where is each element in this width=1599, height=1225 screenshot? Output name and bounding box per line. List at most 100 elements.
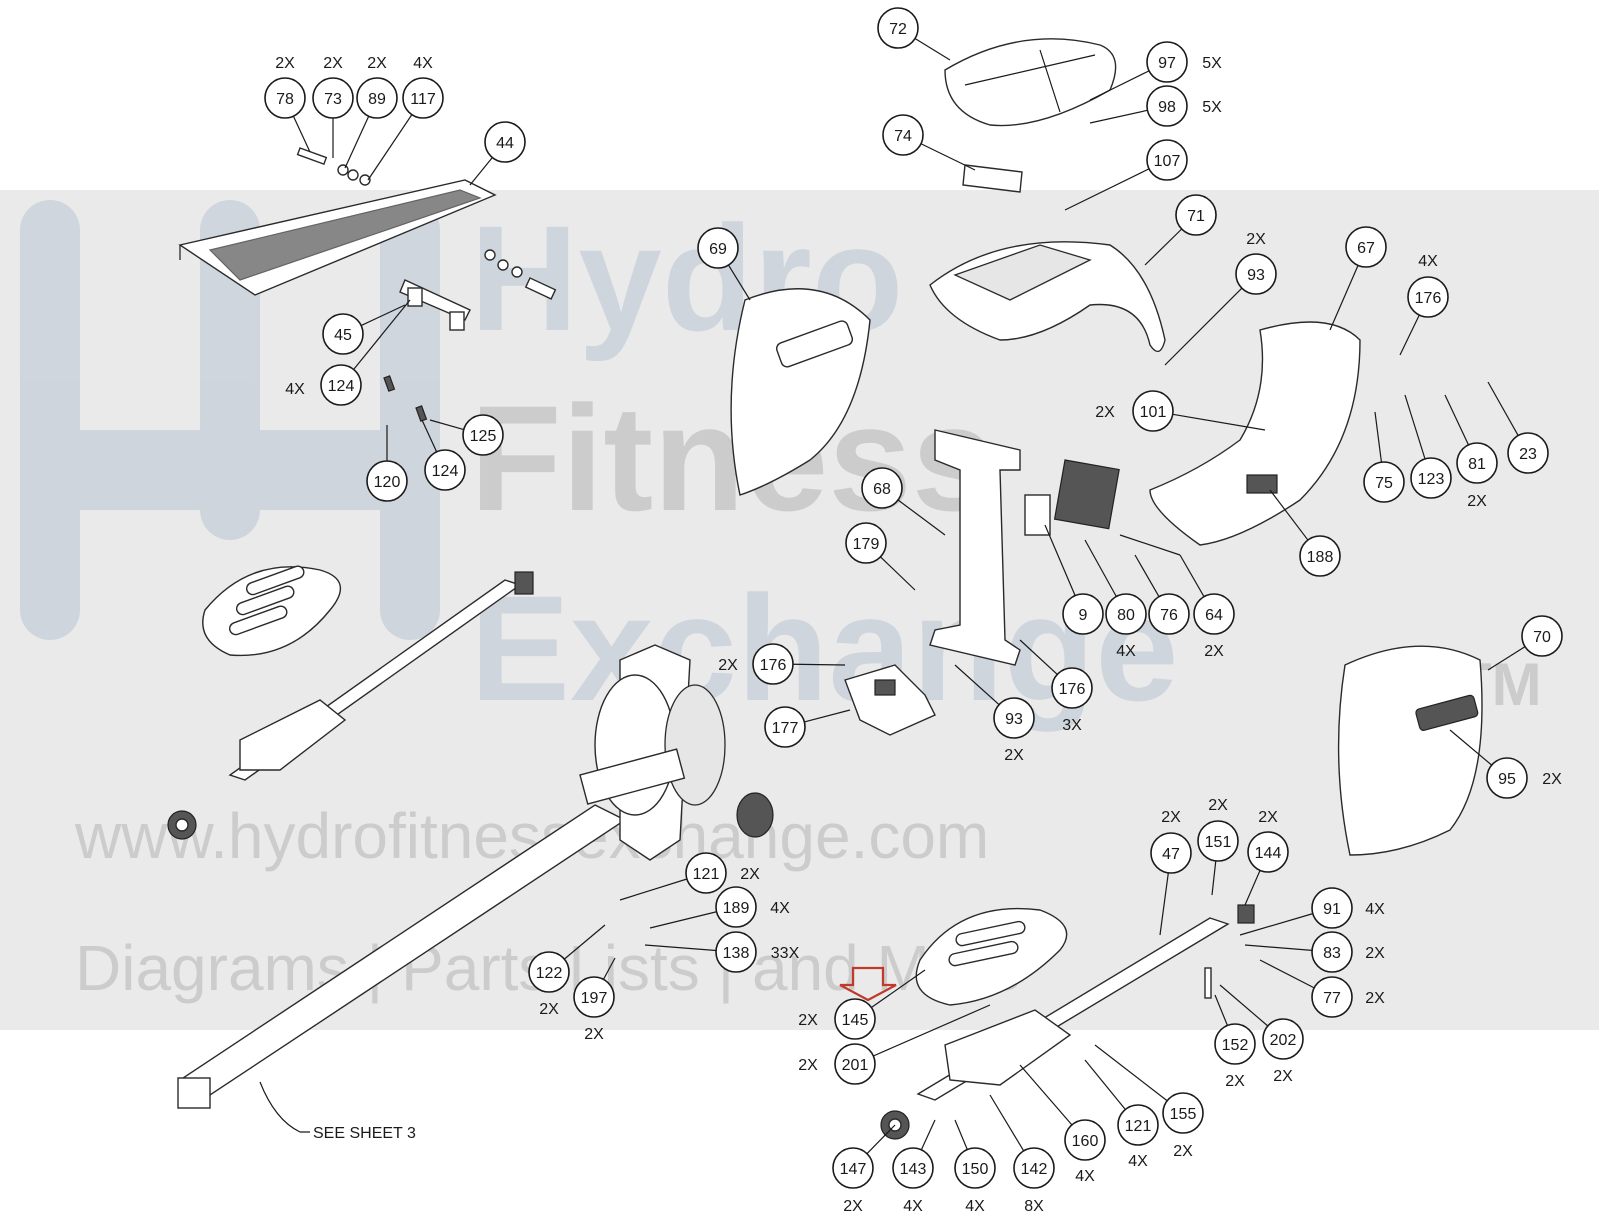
callout-number: 91 [1323, 901, 1341, 918]
callout-leader [880, 556, 916, 591]
callout-number: 70 [1533, 629, 1551, 646]
callout-circle [1175, 194, 1217, 236]
callout-quantity: 2X [1258, 809, 1278, 826]
callout-leader [1487, 646, 1526, 671]
callout-circle [322, 313, 364, 355]
callout-number: 95 [1498, 771, 1516, 788]
callout-circle [1247, 831, 1289, 873]
callout-number: 74 [894, 128, 912, 145]
part-45-bracket-drawing [383, 279, 471, 422]
callout-circle [832, 1147, 874, 1189]
callout-quantity: 2X [367, 55, 387, 72]
callout-circle [1013, 1147, 1055, 1189]
see-sheet-leader [259, 1081, 310, 1133]
callout-quantity: 4X [770, 900, 790, 917]
callout-74: 74 [882, 114, 976, 171]
callout-75: 75 [1363, 411, 1405, 503]
callout-quantity: 2X [323, 55, 343, 72]
callout-circle [882, 114, 924, 156]
callout-179: 179 [845, 522, 916, 591]
callout-leader [871, 969, 926, 1009]
callout-quantity: 2X [1365, 990, 1385, 1007]
callout-circle [764, 706, 806, 748]
callout-circle [834, 1043, 876, 1085]
callout-number: 47 [1162, 846, 1180, 863]
callout-circle [1117, 1104, 1159, 1146]
callout-leader [1089, 70, 1150, 101]
callout-quantity: 2X [1204, 643, 1224, 660]
right-foot-pedal-drawing [915, 907, 1068, 1006]
callout-leader [727, 264, 751, 301]
callout-number: 9 [1079, 607, 1088, 624]
callout-circle [1064, 1119, 1106, 1161]
callout-leader [1134, 554, 1160, 597]
callout-leader [1164, 287, 1243, 366]
callout-number: 107 [1154, 153, 1181, 170]
callout-number: 179 [853, 536, 880, 553]
callout-number: 101 [1140, 404, 1167, 421]
callout-leader [1019, 1064, 1073, 1126]
callout-quantity: 2X [1225, 1073, 1245, 1090]
callout-leader [1019, 639, 1058, 675]
callout-leader [563, 924, 606, 960]
callout-leader [649, 911, 717, 929]
highlight-arrow-icon [839, 966, 897, 1002]
callout-leader [792, 663, 846, 666]
main-beam-drawing [177, 804, 627, 1109]
callout-quantity: 4X [903, 1198, 923, 1215]
callout-number: 89 [368, 91, 386, 108]
callout-leader [1244, 870, 1261, 906]
callout-circle [1148, 593, 1190, 635]
callout-quantity: 4X [965, 1198, 985, 1215]
callout-leader [1159, 872, 1169, 936]
part-177-bracket-drawing [844, 664, 936, 736]
callout-number: 147 [840, 1161, 867, 1178]
callout-number: 123 [1418, 471, 1445, 488]
callout-leader [619, 878, 688, 901]
callout-number: 188 [1307, 549, 1334, 566]
callout-leader [429, 419, 464, 431]
callout-leader [1089, 109, 1148, 124]
callout-leader [421, 419, 438, 453]
callout-leader [1219, 984, 1269, 1027]
callout-leader [292, 115, 311, 153]
callout-circle [573, 976, 615, 1018]
callout-leader [1094, 1044, 1168, 1102]
callout-circle [1197, 820, 1239, 862]
callout-circle [1311, 931, 1353, 973]
callout-quantity: 2X [1542, 771, 1562, 788]
callout-leader [367, 114, 413, 181]
part-69-left-shroud-drawing [730, 288, 871, 496]
callout-quantity: 2X [584, 1026, 604, 1043]
callout-leader [1084, 539, 1117, 597]
callout-23: 23 [1487, 381, 1549, 474]
callout-quantity: 2X [275, 55, 295, 72]
callout-number: 152 [1222, 1037, 1249, 1054]
callout-120: 120 [366, 425, 408, 502]
left-foot-arm-drawing [167, 571, 534, 840]
callout-number: 155 [1170, 1106, 1197, 1123]
callout-circle [1235, 253, 1277, 295]
callout-circle [320, 364, 362, 406]
callout-leader [873, 1004, 991, 1057]
callout-circle [1146, 85, 1188, 127]
callout-number: 93 [1247, 267, 1265, 284]
callout-circle [1507, 432, 1549, 474]
callout-circle [1146, 41, 1188, 83]
